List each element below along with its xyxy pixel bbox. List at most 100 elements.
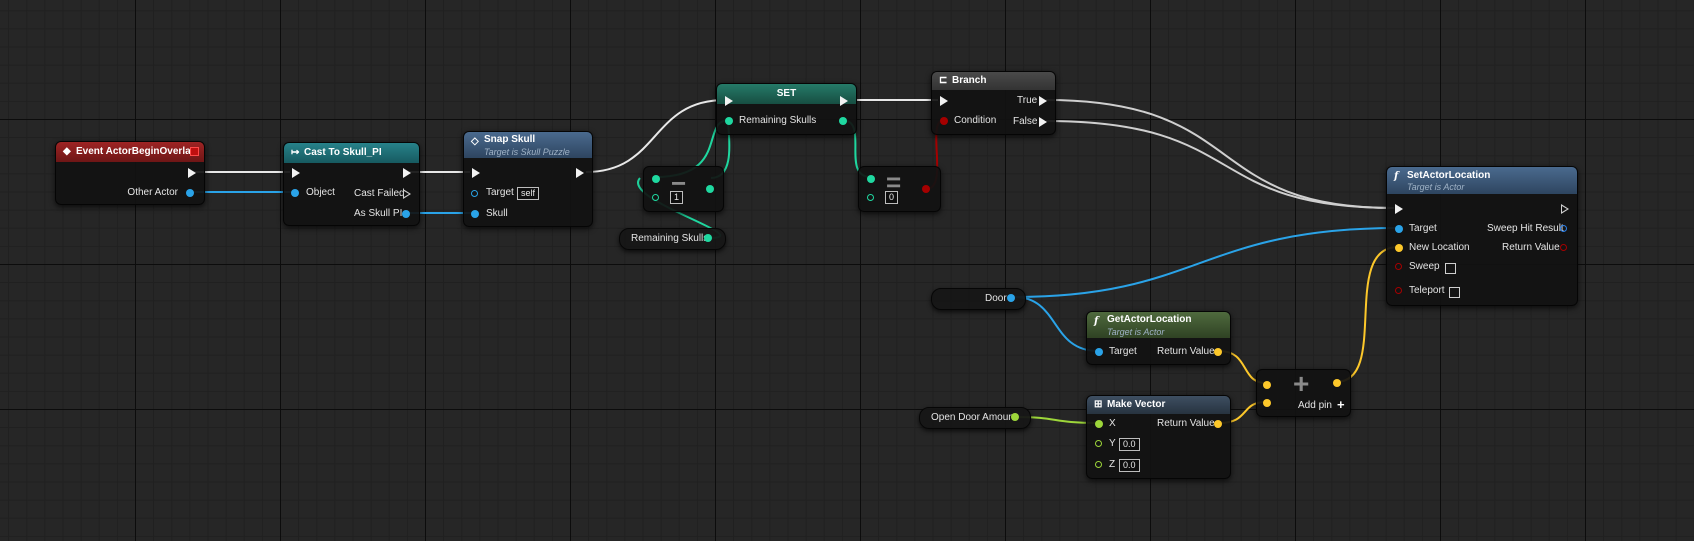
true-exec-pin[interactable] — [1039, 96, 1047, 106]
remaining-skulls-in-pin[interactable] — [725, 117, 733, 125]
pin-label-as-skull: As Skull PI — [354, 208, 403, 219]
node-title: Event ActorBeginOverlap — [76, 146, 197, 157]
integer-out-pin[interactable] — [706, 185, 714, 193]
snap-skull-node[interactable]: ◇ Snap Skull Target is Skull Puzzle Targ… — [463, 131, 593, 227]
remaining-skulls-out-pin[interactable] — [839, 117, 847, 125]
sweep-hit-result-pin[interactable] — [1560, 225, 1567, 232]
node-title: Make Vector — [1107, 399, 1166, 410]
other-actor-pin[interactable] — [186, 189, 194, 197]
setactorlocation-node[interactable]: f SetActorLocation Target is Actor Targe… — [1386, 166, 1578, 306]
condition-pin[interactable] — [940, 117, 948, 125]
return-value-pin[interactable] — [1214, 348, 1222, 356]
pin-label-skull: Skull — [486, 208, 508, 219]
target-pin[interactable] — [471, 190, 478, 197]
y-value[interactable]: 0.0 — [1119, 438, 1140, 451]
pin-label-true: True — [1017, 95, 1038, 106]
vector-in-pin-a[interactable] — [1263, 381, 1271, 389]
sweep-checkbox[interactable] — [1445, 263, 1456, 274]
node-header: f GetActorLocation Target is Actor — [1087, 312, 1230, 338]
node-subtitle: Target is Actor — [1407, 182, 1465, 192]
node-title: Cast To Skull_PI — [304, 147, 382, 158]
cast-to-skull-node[interactable]: ↦ Cast To Skull_PI Object Cast Failed As… — [283, 142, 420, 226]
node-header: ↦ Cast To Skull_PI — [284, 143, 419, 163]
set-remaining-skulls-node[interactable]: SET Remaining Skulls — [716, 83, 857, 135]
integer-out-pin[interactable] — [704, 234, 712, 242]
float-out-pin[interactable] — [1011, 413, 1019, 421]
pin-label-x: X — [1109, 418, 1116, 429]
exec-wire — [585, 99, 726, 173]
exec-wire — [1045, 99, 1395, 209]
pin-label-false: False — [1013, 116, 1038, 127]
as-skull-pin[interactable] — [402, 210, 410, 218]
node-title: SetActorLocation — [1407, 170, 1491, 181]
getactorlocation-node[interactable]: f GetActorLocation Target is Actor Targe… — [1086, 311, 1231, 365]
node-title: Branch — [952, 75, 987, 86]
variable-label: Door — [985, 293, 1007, 304]
open-door-amount-variable[interactable]: Open Door Amount — [919, 407, 1031, 429]
pin-label-sweep-hit-result: Sweep Hit Result — [1487, 223, 1564, 234]
make-vector-node[interactable]: ⊞ Make Vector X Return Value Y 0.0 Z 0.0 — [1086, 395, 1231, 479]
door-variable[interactable]: Door — [931, 288, 1026, 310]
pin-label-return-value: Return Value — [1157, 418, 1215, 429]
node-header: ⊏ Branch — [932, 72, 1055, 90]
pin-label-condition: Condition — [954, 115, 997, 126]
object-pin[interactable] — [291, 189, 299, 197]
exec-out-pin[interactable] — [1561, 204, 1569, 214]
object-out-pin[interactable] — [1007, 294, 1015, 302]
vector-add-node[interactable]: + Add pin + — [1256, 369, 1351, 417]
return-value-pin[interactable] — [1560, 244, 1567, 251]
skull-pin[interactable] — [471, 210, 479, 218]
false-exec-pin[interactable] — [1039, 117, 1047, 127]
subtract-icon: − — [671, 168, 687, 198]
target-pin[interactable] — [1395, 225, 1403, 233]
vector-in-pin-b[interactable] — [1263, 399, 1271, 407]
target-value[interactable]: self — [517, 187, 540, 200]
integer-in-pin-a[interactable] — [652, 175, 660, 183]
sweep-pin[interactable] — [1395, 263, 1402, 270]
target-pin[interactable] — [1095, 348, 1103, 356]
exec-in-pin[interactable] — [472, 168, 480, 178]
integer-in-pin-b[interactable] — [867, 194, 874, 201]
pin-label-object: Object — [306, 187, 335, 198]
x-pin[interactable] — [1095, 420, 1103, 428]
integer-in-pin-a[interactable] — [867, 175, 875, 183]
pin-label-return-value: Return Value — [1502, 242, 1560, 253]
branch-icon: ⊏ — [939, 75, 948, 86]
exec-in-pin[interactable] — [940, 96, 948, 106]
node-subtitle: Target is Actor — [1107, 327, 1165, 337]
branch-node[interactable]: ⊏ Branch True Condition False — [931, 71, 1056, 135]
exec-out-pin[interactable] — [403, 168, 411, 178]
subtract-node[interactable]: − 1 — [643, 166, 724, 212]
subtract-value[interactable]: 1 — [670, 191, 684, 204]
integer-in-pin-b[interactable] — [652, 194, 659, 201]
new-location-pin[interactable] — [1395, 244, 1403, 252]
exec-out-pin[interactable] — [188, 168, 196, 178]
z-value[interactable]: 0.0 — [1119, 459, 1140, 472]
exec-in-pin[interactable] — [292, 168, 300, 178]
exec-in-pin[interactable] — [725, 96, 733, 106]
event-actorbeginoverlap-node[interactable]: ◆ Event ActorBeginOverlap Other Actor — [55, 141, 205, 205]
exec-in-pin[interactable] — [1395, 204, 1403, 214]
exec-out-pin[interactable] — [576, 168, 584, 178]
delegate-pin[interactable] — [190, 147, 199, 156]
exec-out-pin[interactable] — [840, 96, 848, 106]
pin-label-target: Target — [1409, 223, 1437, 234]
return-value-pin[interactable] — [1214, 420, 1222, 428]
vector-out-pin[interactable] — [1333, 379, 1341, 387]
add-pin-label[interactable]: Add pin — [1298, 400, 1332, 411]
equal-node[interactable]: = 0 — [858, 166, 941, 212]
teleport-pin[interactable] — [1395, 287, 1402, 294]
boolean-out-pin[interactable] — [922, 185, 930, 193]
equal-value[interactable]: 0 — [885, 191, 899, 204]
y-pin[interactable] — [1095, 440, 1102, 447]
teleport-checkbox[interactable] — [1449, 287, 1460, 298]
node-header: ⊞ Make Vector — [1087, 396, 1230, 414]
plus-icon[interactable]: + — [1337, 397, 1345, 412]
remaining-skulls-variable[interactable]: Remaining Skulls — [619, 228, 726, 250]
cast-failed-exec-pin[interactable] — [403, 189, 411, 199]
function-diamond-icon: ◇ — [471, 136, 479, 147]
z-pin[interactable] — [1095, 461, 1102, 468]
pin-label-remaining-skulls: Remaining Skulls — [739, 115, 817, 126]
pin-label-target: Target — [1109, 346, 1137, 357]
pin-label-target: Target — [486, 187, 514, 198]
